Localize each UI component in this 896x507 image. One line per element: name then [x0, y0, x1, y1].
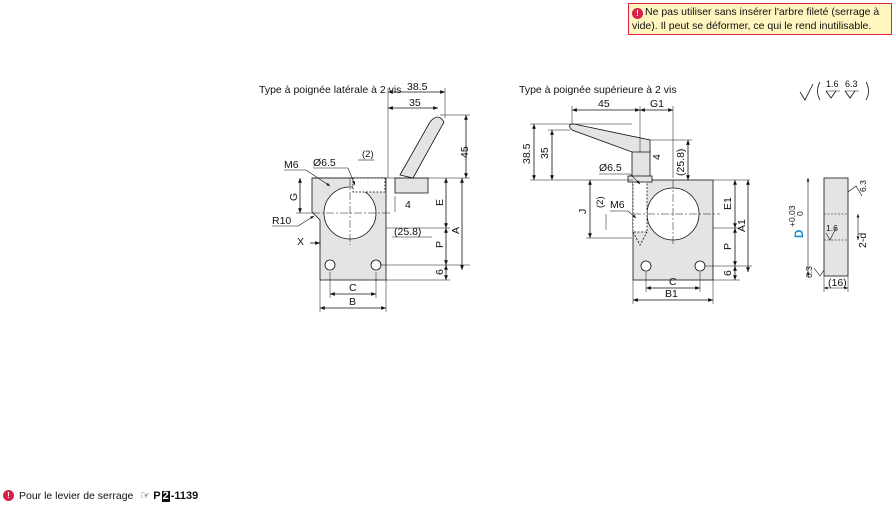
footer-text: Pour le levier de serrage [19, 489, 134, 502]
right-hole-1 [640, 260, 652, 272]
right-view-title: Type à poignée supérieure à 2 vis [519, 84, 677, 96]
left-dim-a: A [450, 227, 462, 234]
side-label-63b: 6.3 [804, 266, 814, 278]
left-dim-45: 45 [459, 146, 471, 158]
right-dim-e1: E1 [722, 197, 734, 210]
right-label-phi65: Ø6.5 [599, 162, 622, 174]
surface-value-a: 1.6 [826, 79, 839, 89]
side-tol-upper: +0.03 [787, 205, 797, 227]
left-dim-4: 4 [405, 199, 411, 211]
right-dim-g1: G1 [650, 98, 664, 110]
left-lever-body [394, 177, 429, 194]
left-screw [352, 177, 386, 193]
surface-value-b: 6.3 [845, 79, 858, 89]
left-dim-e: E [434, 199, 446, 206]
left-dim-r10: R10 [272, 215, 291, 227]
side-view-body [823, 177, 849, 277]
warning-line-1: Ne pas utiliser sans insérer l'arbre fil… [645, 6, 880, 18]
left-dim-b: B [349, 296, 356, 308]
right-screw [632, 179, 648, 233]
left-dim-x: X [297, 236, 304, 248]
left-label-m6: M6 [284, 159, 299, 171]
left-dim-g: G [288, 193, 300, 201]
left-label-phi65: Ø6.5 [313, 157, 336, 169]
left-view-title: Type à poignée latérale à 2 vis [259, 84, 401, 96]
right-dim-45: 45 [598, 98, 610, 110]
warning-note: !Ne pas utiliser sans insérer l'arbre fi… [628, 3, 892, 35]
side-tol-lower: 0 [795, 211, 805, 216]
left-hole-1 [324, 259, 336, 271]
right-label-m6: M6 [610, 199, 625, 211]
right-dim-a1: A1 [736, 219, 748, 232]
left-dim-258: (25.8) [394, 226, 421, 238]
left-dim-c: C [349, 282, 357, 294]
right-dim-j: J [577, 209, 589, 214]
left-dim-6: 6 [434, 269, 446, 275]
left-dim-p: P [434, 241, 446, 248]
side-label-16: 1.6 [826, 223, 838, 233]
side-dim-d: D [794, 230, 806, 238]
side-dim-16: (16) [828, 277, 847, 289]
warning-icon: ! [3, 490, 14, 501]
right-label-p2: (2) [595, 196, 606, 208]
side-dim-2d: 2-d [857, 233, 869, 248]
right-dim-p: P [722, 243, 734, 250]
right-hole-2 [694, 260, 706, 272]
left-hole-2 [370, 259, 382, 271]
right-dim-6: 6 [722, 270, 734, 276]
left-lever-handle [399, 116, 445, 179]
pointing-hand-icon: ☞ [140, 490, 151, 502]
right-dim-4: 4 [651, 154, 663, 160]
left-label-p2: (2) [362, 149, 374, 160]
right-dim-258: (25.8) [675, 149, 687, 176]
right-dim-c: C [669, 276, 677, 288]
left-dim-35: 35 [409, 97, 421, 109]
right-dim-b1: B1 [665, 288, 678, 300]
right-dim-35: 35 [539, 147, 551, 159]
right-lever-handle [569, 123, 651, 153]
right-dim-385: 38.5 [521, 143, 533, 164]
left-dim-385: 38.5 [407, 81, 428, 93]
surface-finish-symbol: 1.6 6.3 [799, 79, 869, 101]
side-label-63a: 6.3 [858, 180, 868, 192]
warning-line-2: vide). Il peut se déformer, ce qui le re… [632, 20, 872, 32]
warning-icon: ! [632, 8, 643, 19]
right-lever-body [631, 149, 651, 179]
